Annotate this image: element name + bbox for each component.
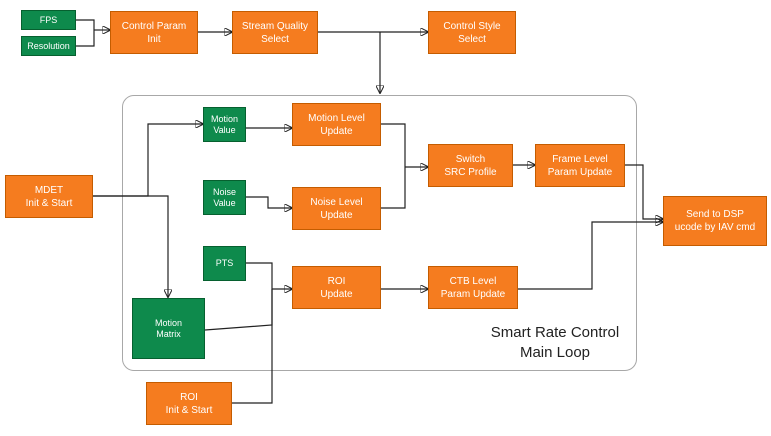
send-to-dsp-line-1: Send to DSP <box>686 209 744 220</box>
edge-ctb-to-dsp <box>518 222 663 290</box>
control-param-init-line-1: Control Param <box>121 20 187 32</box>
motion-value-node: Motion Value <box>203 107 246 142</box>
roi-update-line-1: ROI <box>327 275 346 287</box>
motion-level-update-node: Motion Level Update <box>292 103 381 146</box>
loop-title-line-2: Main Loop <box>519 344 591 361</box>
edge-mdet-to-motion-matrix <box>93 195 168 297</box>
mdet-line-1: MDET <box>34 184 64 196</box>
stream-quality-select-node: Stream Quality Select <box>232 11 318 54</box>
main-loop-title: Smart Rate Control Main Loop <box>480 323 630 363</box>
control-style-select-node: Control Style Select <box>428 11 516 54</box>
noise-value-node: Noise Value <box>203 180 246 215</box>
noise-level-line-2: Update <box>320 209 353 221</box>
edge-pts-to-roi <box>246 262 273 289</box>
frame-level-line-1: Frame Level <box>552 153 608 165</box>
send-to-dsp-node: Send to DSP ucode by IAV cmd <box>663 196 767 246</box>
control-style-line-1: Control Style <box>443 20 501 32</box>
noise-value-line-1: Noise <box>212 186 236 197</box>
edge-frame-to-dsp <box>625 164 663 219</box>
motion-matrix-node: Motion Matrix <box>132 298 205 359</box>
pts-label: PTS <box>215 258 234 268</box>
roi-init-line-1: ROI <box>180 391 198 403</box>
edge-matrix-to-roi <box>204 289 273 331</box>
noise-level-line-1: Noise Level <box>310 196 363 208</box>
frame-level-line-2: Param Update <box>547 166 613 178</box>
mdet-init-start-node: MDET Init & Start <box>5 175 93 218</box>
pts-node: PTS <box>203 246 246 281</box>
stream-quality-line-1: Stream Quality <box>241 20 309 32</box>
send-to-dsp-line-2: ucode by IAV cmd <box>674 222 756 233</box>
noise-value-line-2: Value <box>213 197 236 208</box>
noise-level-update-node: Noise Level Update <box>292 187 381 230</box>
control-param-init-line-2: Init <box>147 33 161 45</box>
frame-level-param-update-node: Frame Level Param Update <box>535 144 625 187</box>
fps-node: FPS <box>21 10 76 30</box>
motion-matrix-line-2: Matrix <box>156 328 181 339</box>
roi-update-line-2: Update <box>320 288 353 300</box>
switch-line-1: Switch <box>455 153 486 165</box>
motion-value-line-2: Value <box>213 124 236 135</box>
motion-value-line-1: Motion <box>210 113 238 124</box>
motion-level-line-2: Update <box>320 125 353 137</box>
roi-init-start-node: ROI Init & Start <box>146 382 232 425</box>
edge-nlu-to-switch <box>381 167 406 209</box>
control-style-line-2: Select <box>458 33 486 45</box>
motion-matrix-line-1: Motion <box>154 317 182 328</box>
mdet-line-2: Init & Start <box>25 197 73 209</box>
resolution-label: Resolution <box>27 40 70 51</box>
ctb-level-line-2: Param Update <box>440 288 506 300</box>
edge-fps-merge <box>76 19 95 30</box>
fps-label: FPS <box>39 14 58 25</box>
roi-init-line-2: Init & Start <box>165 404 213 416</box>
control-param-init-node: Control Param Init <box>110 11 198 54</box>
ctb-level-line-1: CTB Level <box>449 275 497 287</box>
edge-roi-init-to-roi <box>232 289 273 404</box>
roi-update-node: ROI Update <box>292 266 381 309</box>
ctb-level-param-update-node: CTB Level Param Update <box>428 266 518 309</box>
edge-mlu-to-switch <box>381 123 406 167</box>
edge-resolution-merge <box>76 30 95 47</box>
stream-quality-line-2: Select <box>261 33 289 45</box>
loop-title-line-1: Smart Rate Control <box>490 324 620 341</box>
edge-nv-to-nlu <box>246 196 292 208</box>
edge-mdet-to-motion-value <box>93 124 203 197</box>
motion-level-line-1: Motion Level <box>308 112 365 124</box>
switch-src-profile-node: Switch SRC Profile <box>428 144 513 187</box>
main-loop-container <box>122 95 637 371</box>
switch-line-2: SRC Profile <box>444 166 497 178</box>
resolution-node: Resolution <box>21 36 76 56</box>
